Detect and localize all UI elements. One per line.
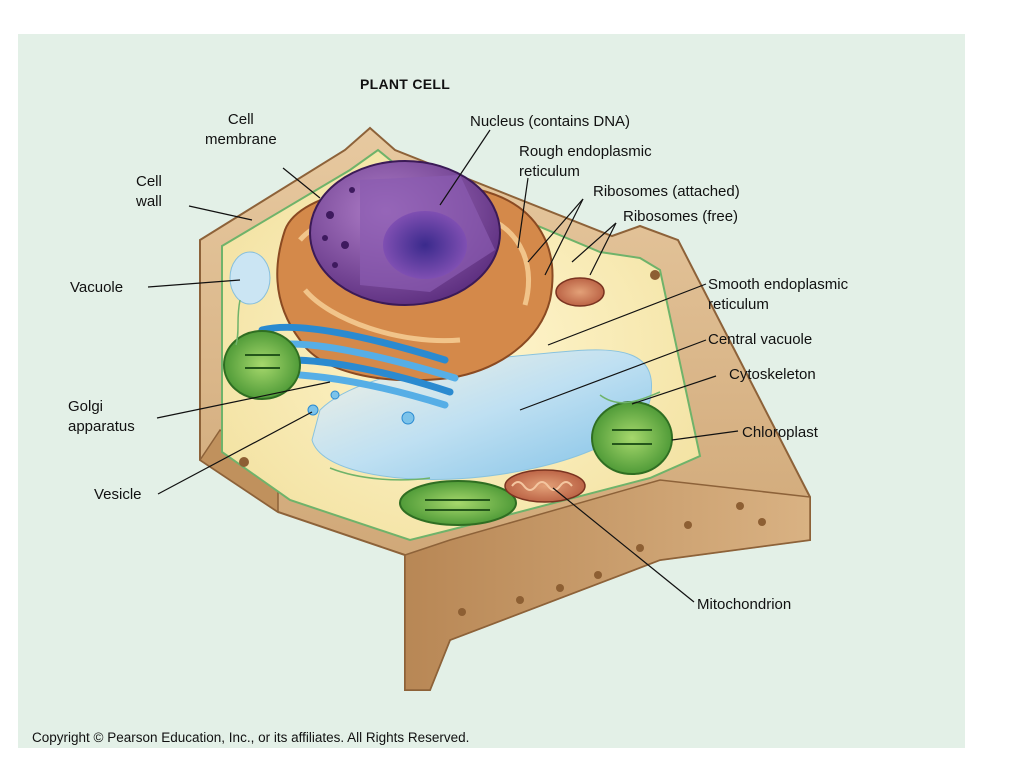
wall-pits — [239, 270, 766, 616]
label-ribosomes-free: Ribosomes (free) — [623, 208, 739, 225]
label-mitochondrion: Mitochondrion — [697, 596, 792, 613]
label-ribosomes-attached: Ribosomes (attached) — [593, 183, 740, 200]
label-text: Cell membrane — [205, 111, 277, 148]
label-text: Smooth endoplasmic reticulum — [708, 276, 849, 313]
label-nucleus: Nucleus (contains DNA) — [470, 113, 631, 130]
label-smooth-er: Smooth endoplasmic reticulum — [708, 275, 848, 315]
diagram-title: PLANT CELL — [360, 76, 451, 92]
small-vacuole — [229, 251, 271, 305]
label-golgi-apparatus: Golgi apparatus — [68, 397, 135, 437]
label-text: Cell wall — [136, 173, 162, 210]
copyright-notice: Copyright © Pearson Education, Inc., or … — [32, 730, 470, 745]
nucleus — [309, 160, 501, 306]
label-text: Rough endoplasmic reticulum — [519, 143, 652, 180]
cytoskeleton — [235, 299, 661, 481]
mitochondria — [504, 277, 605, 503]
label-chloroplast: Chloroplast — [742, 424, 818, 441]
label-cytoskeleton: Cytoskeleton — [729, 366, 816, 383]
label-text: Golgi apparatus — [68, 398, 135, 435]
label-rough-er: Rough endoplasmic reticulum — [519, 142, 652, 182]
chloroplasts — [223, 330, 673, 526]
label-vacuole: Vacuole — [70, 279, 124, 296]
leader-lines — [147, 129, 739, 603]
label-vesicle: Vesicle — [94, 486, 142, 503]
label-central-vacuole: Central vacuole — [708, 331, 813, 348]
label-cell-membrane: Cell membrane — [205, 110, 277, 150]
label-cell-wall: Cell wall — [136, 172, 162, 212]
